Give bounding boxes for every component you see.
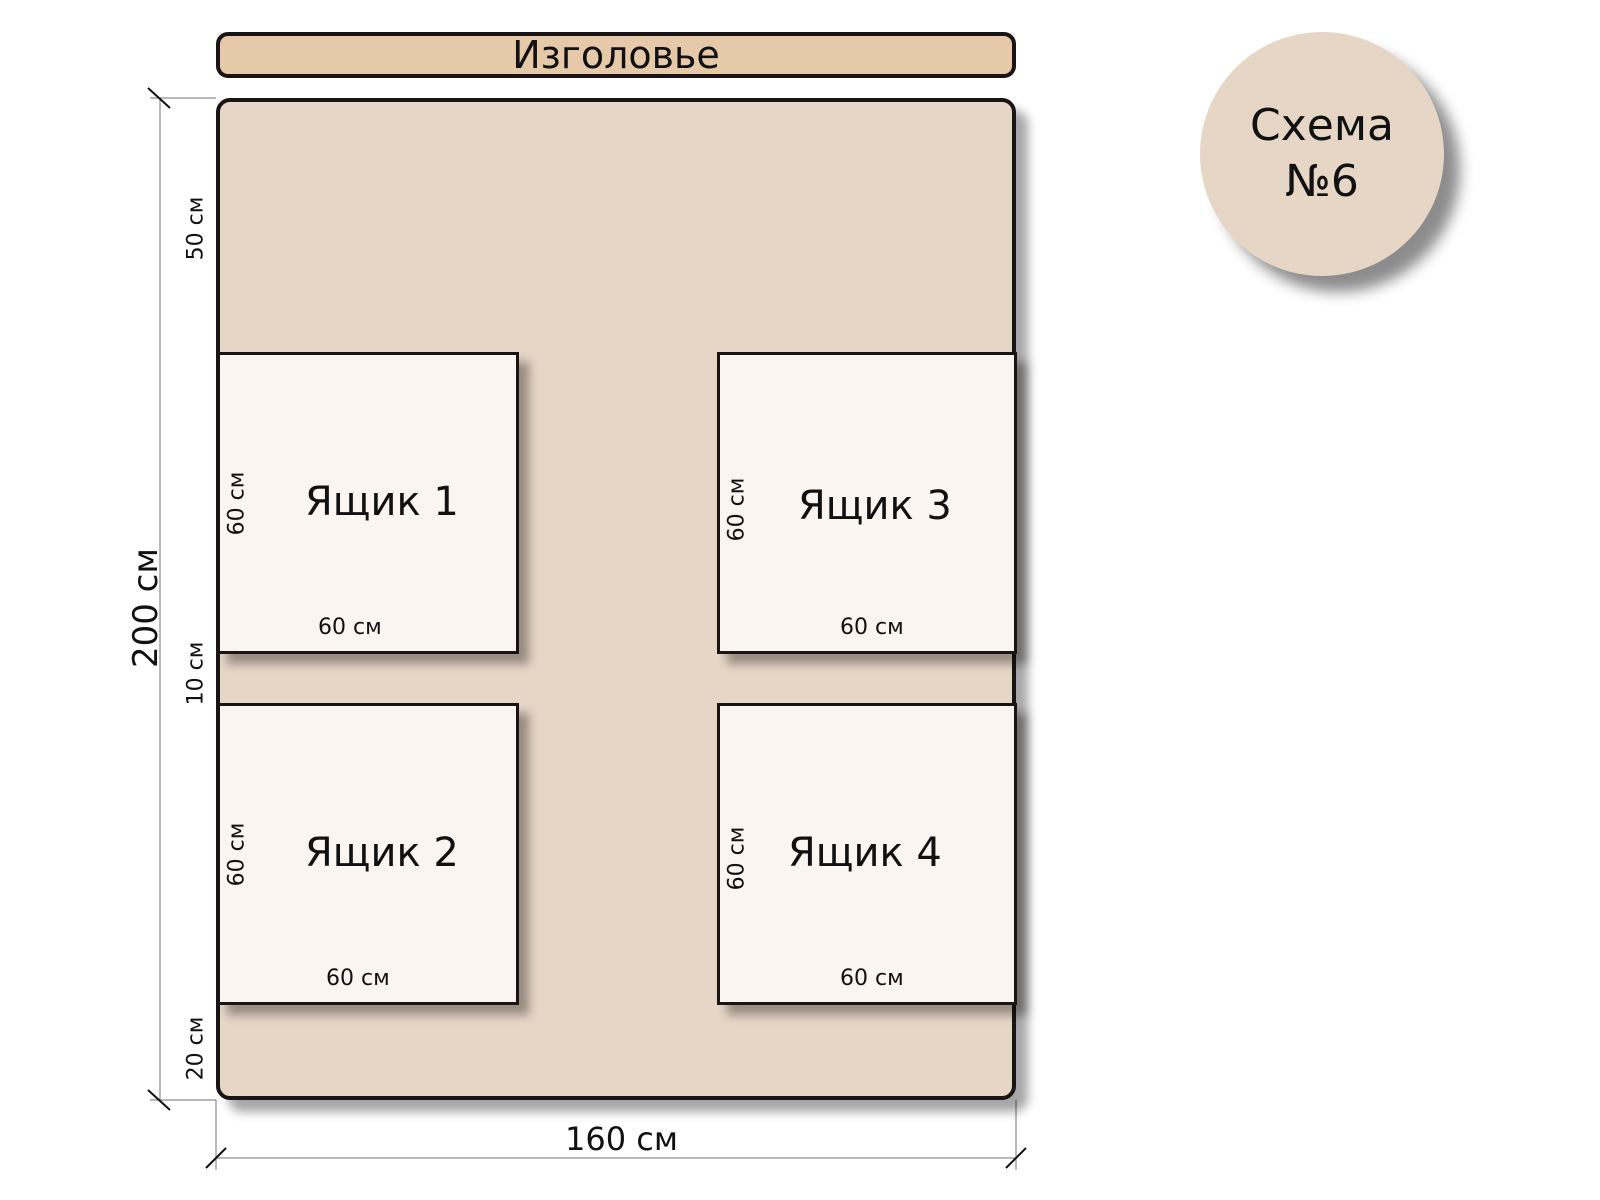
drawer-3-depth: 60 см	[724, 477, 750, 542]
total-width-label: 160 см	[565, 1120, 678, 1158]
total-length-label: 200 см	[126, 547, 167, 669]
drawer-2-width: 60 см	[326, 966, 390, 991]
scheme-badge-number: №6	[1285, 156, 1359, 207]
scheme-badge-title: Схема	[1250, 99, 1394, 151]
drawer-3-width: 60 см	[840, 615, 904, 640]
scheme-badge: Схема №6	[1200, 32, 1444, 276]
middle-gap-label: 10 см	[183, 641, 209, 706]
drawer-2: Ящик 2 60 см 60 см	[217, 703, 519, 1005]
tick-right	[1005, 1147, 1027, 1169]
drawer-2-label: Ящик 2	[305, 830, 459, 876]
tick-top	[147, 87, 171, 109]
drawer-4-label: Ящик 4	[788, 830, 942, 876]
drawer-4-depth: 60 см	[724, 826, 750, 891]
drawer-4: Ящик 4 60 см 60 см	[717, 703, 1017, 1005]
foot-gap-label: 20 см	[183, 1016, 209, 1081]
drawer-1-label: Ящик 1	[305, 479, 459, 525]
drawer-2-depth: 60 см	[224, 822, 250, 887]
drawer-3-label: Ящик 3	[798, 483, 952, 529]
tick-left	[205, 1147, 227, 1169]
headboard-label: Изголовье	[512, 33, 720, 77]
drawer-4-width: 60 см	[840, 966, 904, 991]
drawer-1-depth: 60 см	[224, 471, 250, 536]
drawer-1-width: 60 см	[318, 615, 382, 640]
head-gap-label: 50 см	[183, 196, 209, 261]
headboard: Изголовье	[216, 32, 1016, 78]
tick-bottom	[147, 1089, 171, 1111]
drawer-3: Ящик 3 60 см 60 см	[717, 352, 1017, 654]
drawer-1: Ящик 1 60 см 60 см	[217, 352, 519, 654]
